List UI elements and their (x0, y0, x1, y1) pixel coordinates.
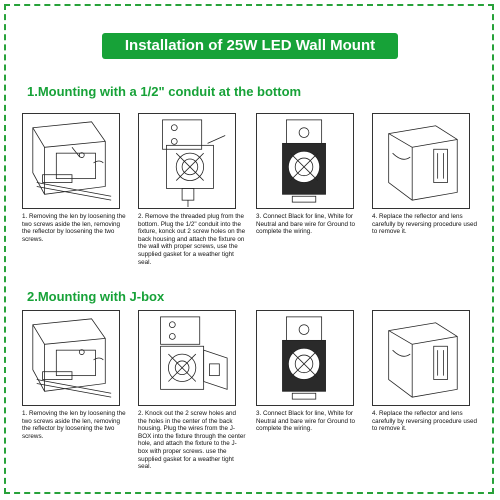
dashed-frame (4, 4, 494, 494)
s1-step4-illustration (372, 113, 470, 209)
s1-step1-illustration (22, 113, 120, 209)
s2-step4-illustration (372, 310, 470, 406)
page-title: Installation of 25W LED Wall Mount (102, 33, 398, 59)
s2-step2-illustration (138, 310, 236, 406)
s2-step2-caption: 2. Knock out the 2 screw holes and the h… (138, 410, 246, 471)
s1-step4-caption: 4. Replace the reflector and lens carefu… (372, 213, 478, 236)
s1-step1-caption: 1. Removing the len by loosening the two… (22, 213, 126, 243)
s1-step2-illustration (138, 113, 236, 209)
s2-step3-caption: 3. Connect Black for line, White for Neu… (256, 410, 356, 433)
section-2-heading: 2.Mounting with J-box (27, 289, 165, 304)
section-1-heading: 1.Mounting with a 1/2" conduit at the bo… (27, 84, 302, 99)
s1-step3-caption: 3. Connect Black for line, White for Neu… (256, 213, 356, 236)
s1-step3-illustration (256, 113, 354, 209)
s2-step1-illustration (22, 310, 120, 406)
s2-step3-illustration (256, 310, 354, 406)
s2-step1-caption: 1. Removing the len by loosening the two… (22, 410, 126, 440)
s2-step4-caption: 4. Replace the reflector and lens carefu… (372, 410, 478, 433)
s1-step2-caption: 2. Remove the threaded plug from the bot… (138, 213, 246, 266)
